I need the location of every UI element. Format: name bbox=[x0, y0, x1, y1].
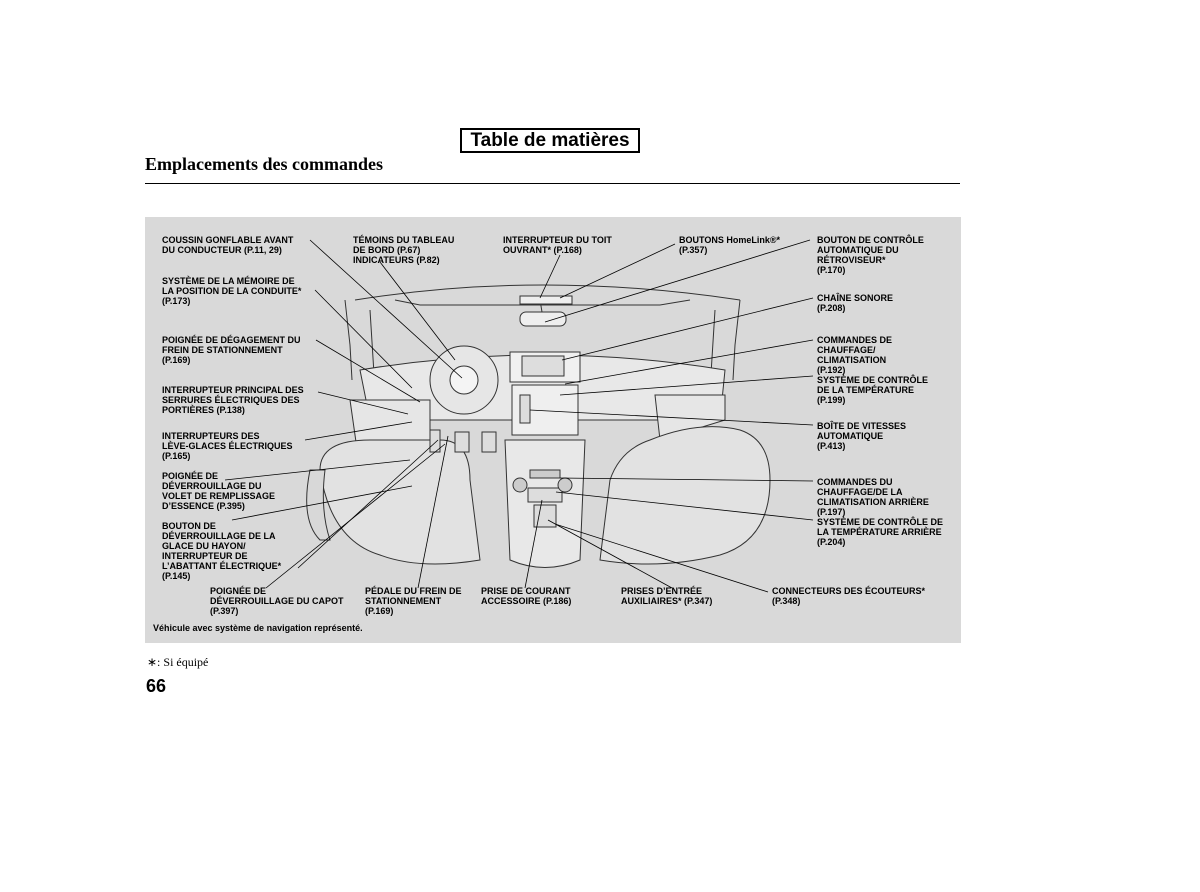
label-homelink: BOUTONS HomeLink®*(P.357) bbox=[679, 235, 780, 255]
label-audio-system: CHAÎNE SONORE(P.208) bbox=[817, 293, 894, 313]
navigation-note: Véhicule avec système de navigation repr… bbox=[153, 623, 363, 633]
footnote: ∗: Si équipé bbox=[147, 655, 209, 669]
title-rule bbox=[145, 183, 960, 184]
table-of-contents-button[interactable]: Table de matières bbox=[460, 128, 640, 153]
page-number: 66 bbox=[146, 676, 167, 696]
page-title: Emplacements des commandes bbox=[145, 154, 383, 174]
label-headphone-connectors: CONNECTEURS DES ÉCOUTEURS*(P.348) bbox=[772, 586, 926, 606]
